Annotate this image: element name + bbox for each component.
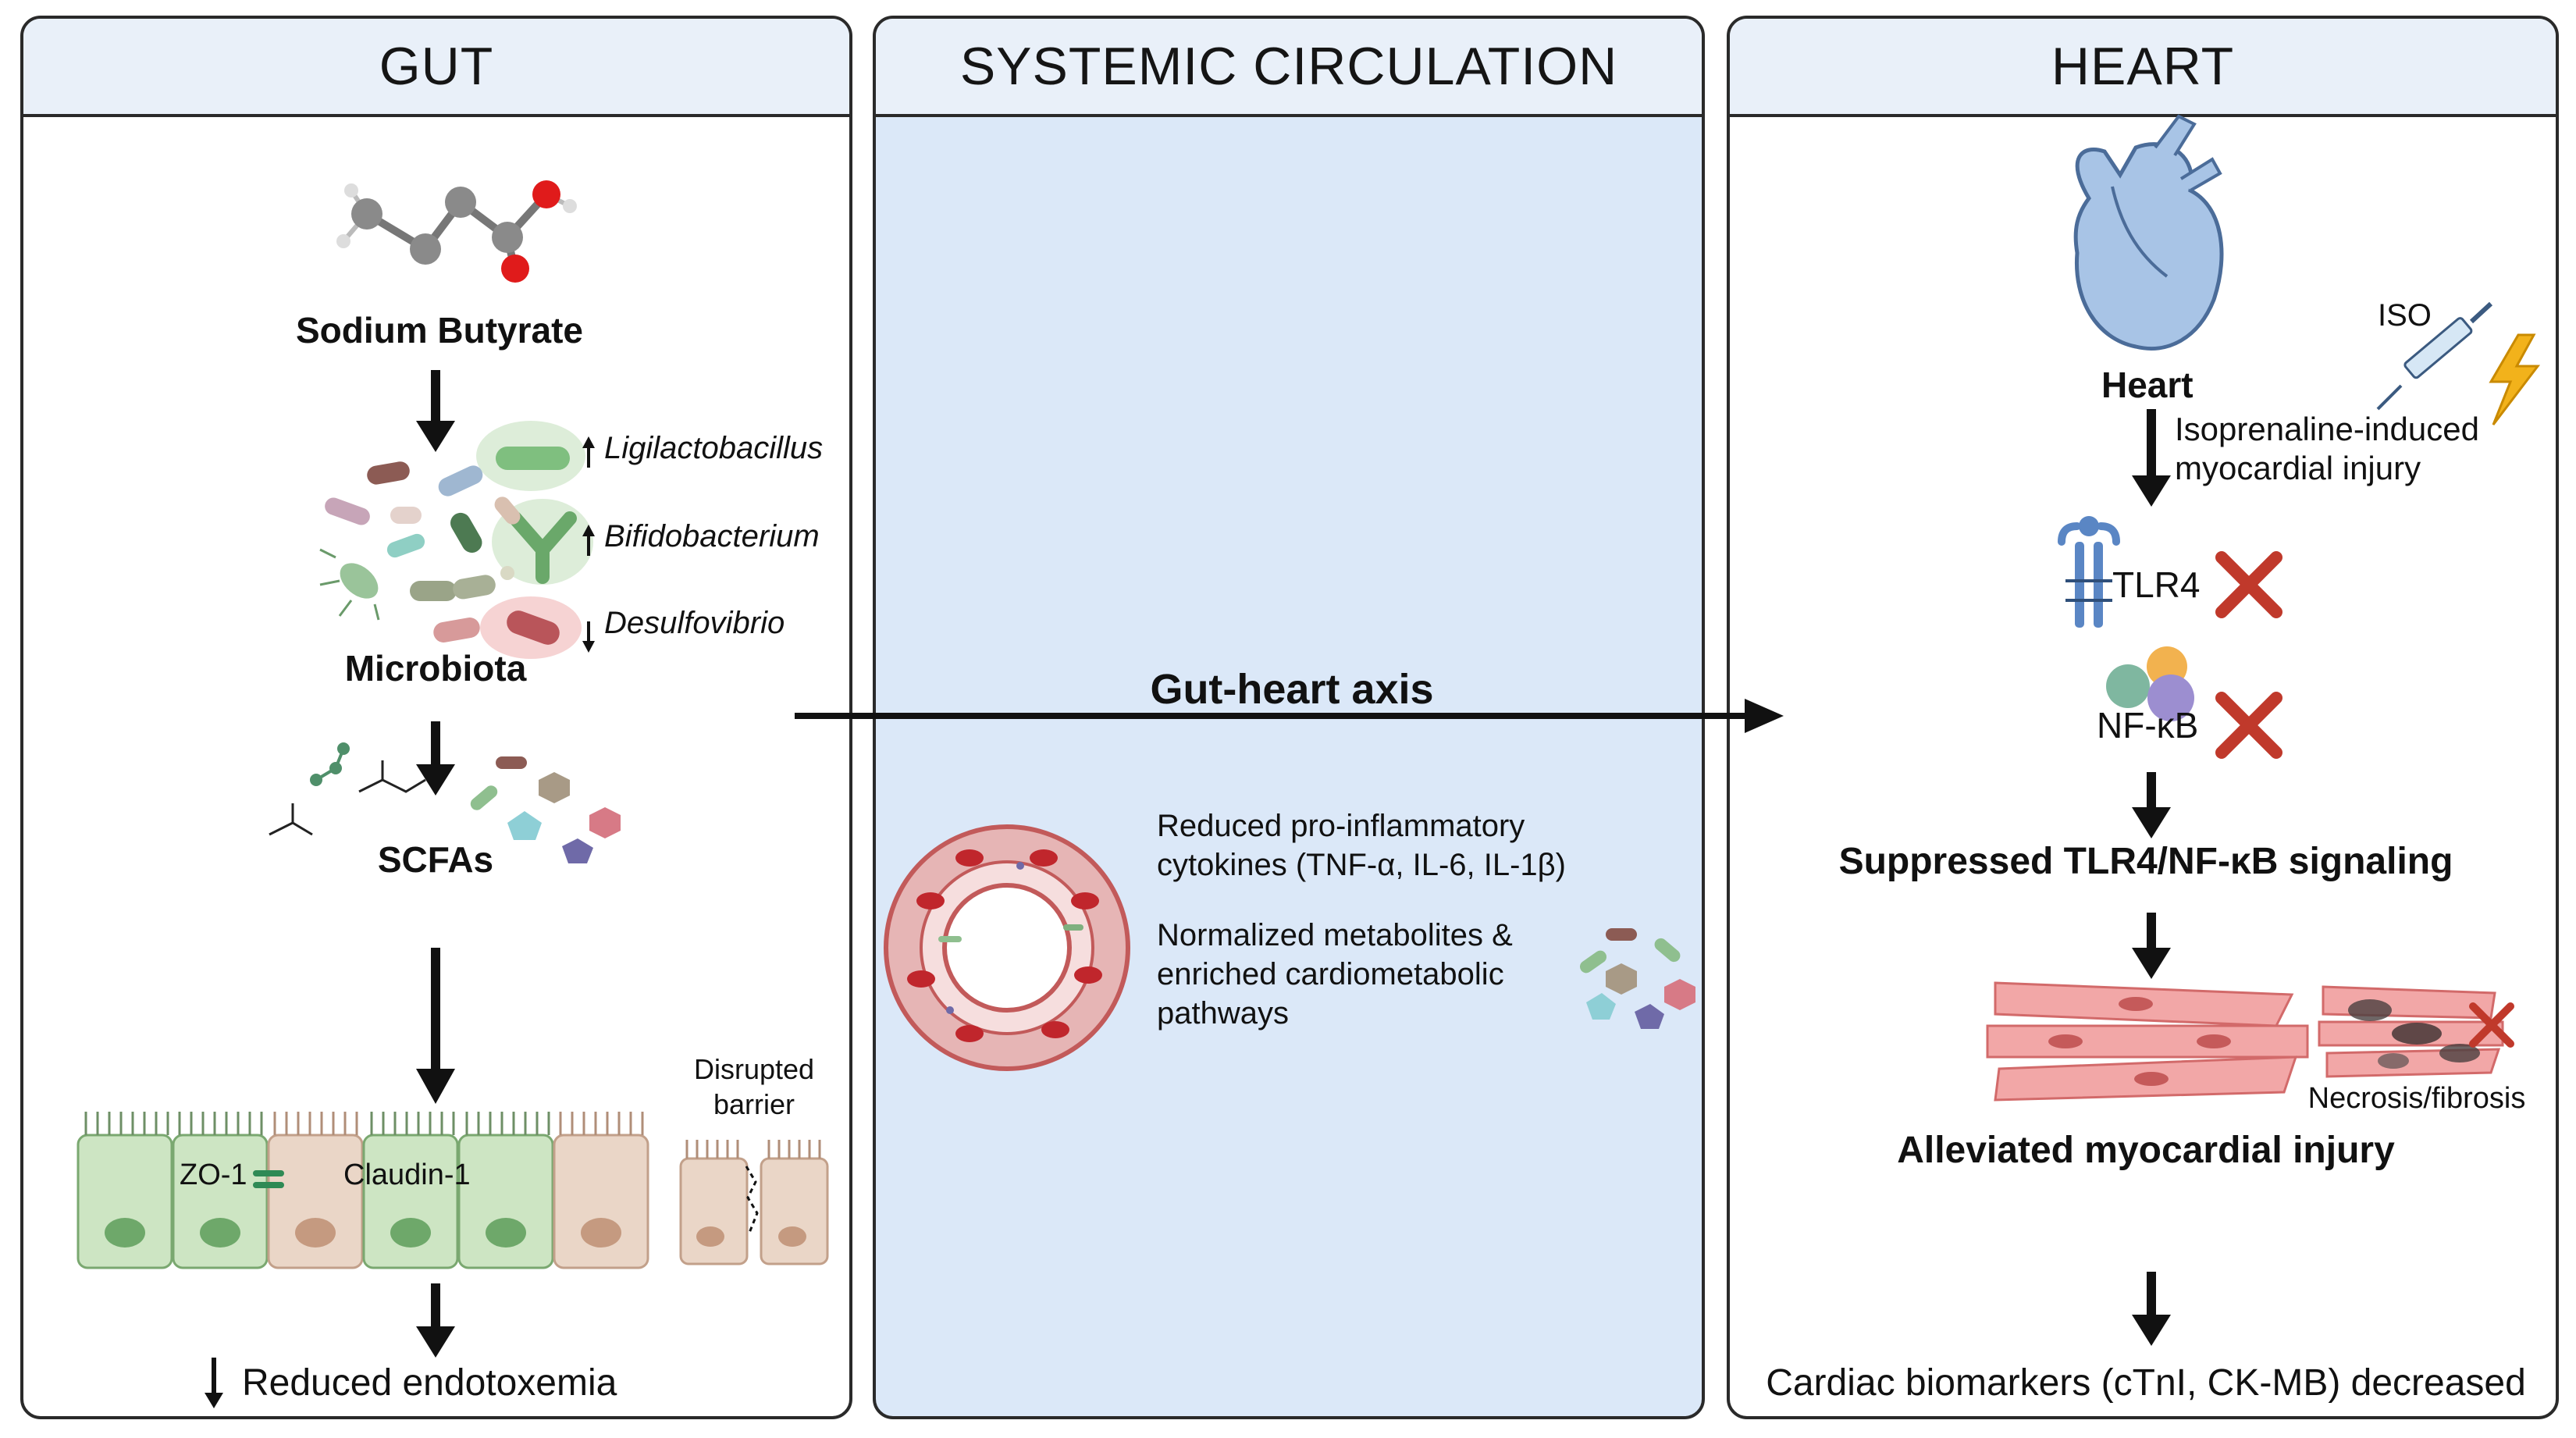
metabolites-line-2: enriched cardiometabolic (1157, 957, 1504, 991)
decrease-arrow-icon (205, 1358, 223, 1408)
down-arrow-icon (416, 1283, 455, 1358)
gut-heart-axis-label: Gut-heart axis (1150, 666, 1434, 713)
systemic-panel: SYSTEMIC CIRCULATION (873, 16, 1705, 1419)
disrupted-label: Disrupted (693, 1053, 815, 1085)
gut-panel-title: GUT (23, 19, 849, 117)
microbiota-cluster-icon (319, 421, 593, 659)
taxon-ligilactobacillus: Ligilactobacillus (604, 431, 824, 465)
down-arrow-icon (2132, 913, 2171, 979)
sodium-butyrate-label: Sodium Butyrate (295, 310, 584, 351)
nfkb-complex-icon (2106, 646, 2194, 721)
heart-icon (2073, 114, 2224, 351)
lightning-icon (2489, 333, 2541, 425)
gut-panel: GUT (20, 16, 852, 1419)
heart-illustrations (1986, 114, 2541, 1346)
iso-label: ISO (2378, 298, 2432, 333)
heart-panel-title: HEART (1730, 19, 2556, 117)
inhibition-x-icon (2469, 1002, 2514, 1048)
syringe-icon (2376, 301, 2493, 411)
down-arrow-icon (2132, 409, 2171, 507)
metabolites-icon (1579, 928, 1695, 1029)
inhibition-x-icon (2215, 551, 2282, 618)
heart-panel: HEART (1727, 16, 2559, 1419)
zo1-label: ZO-1 (180, 1159, 247, 1191)
injury-line-1: Isoprenaline-induced (2175, 411, 2479, 447)
injury-line-2: myocardial injury (2175, 450, 2421, 486)
taxon-desulfovibrio: Desulfovibrio (604, 606, 785, 640)
tlr4-receptor-icon (2058, 516, 2120, 628)
increase-arrow-icon (582, 436, 595, 468)
systemic-illustrations (884, 824, 1695, 1071)
cardiac-biomarkers-label: Cardiac biomarkers (cTnI, CK-MB) decreas… (1766, 1362, 2526, 1404)
decrease-arrow-icon (582, 621, 595, 653)
barrier-label: barrier (713, 1088, 795, 1120)
down-arrow-icon (2132, 772, 2171, 838)
taxon-bifidobacterium: Bifidobacterium (604, 519, 820, 553)
necrotic-cardiomyocytes-icon (2318, 985, 2504, 1078)
microbiota-label: Microbiota (344, 648, 527, 689)
scfa-label: SCFAs (377, 839, 494, 880)
cytokines-line-1: Reduced pro-inflammatory (1157, 809, 1525, 843)
gut-illustrations (76, 180, 829, 1408)
suppressed-signaling-label: Suppressed TLR4/NF-κB signaling (1838, 841, 2453, 882)
claudin1-label: Claudin-1 (343, 1159, 471, 1191)
necrosis-fibrosis-label: Necrosis/fibrosis (2307, 1082, 2526, 1115)
metabolites-line-3: pathways (1157, 996, 1289, 1030)
tlr4-label: TLR4 (2112, 564, 2201, 605)
reduced-endotoxemia-label: Reduced endotoxemia (242, 1362, 617, 1404)
metabolites-line-1: Normalized metabolites & (1157, 918, 1513, 952)
systemic-panel-title: SYSTEMIC CIRCULATION (876, 19, 1702, 117)
scfa-molecules-icon (269, 742, 621, 863)
cytokines-line-2: cytokines (TNF-α, IL-6, IL-1β) (1157, 848, 1567, 882)
inhibition-x-icon (2215, 692, 2282, 759)
intestinal-epithelium-icon (76, 1112, 649, 1269)
butyrate-molecule-icon (336, 180, 577, 283)
down-arrow-icon (416, 948, 455, 1104)
down-arrow-icon (416, 721, 455, 796)
blood-vessel-icon (884, 824, 1130, 1071)
increase-arrow-icon (582, 525, 595, 556)
healthy-cardiomyocytes-icon (1986, 981, 2309, 1102)
down-arrow-icon (416, 370, 455, 452)
down-arrow-icon (2132, 1272, 2171, 1346)
alleviated-injury-label: Alleviated myocardial injury (1897, 1130, 2395, 1171)
nfkb-label: NF-κB (2097, 705, 2199, 746)
disrupted-barrier-icon (679, 1140, 829, 1265)
heart-label: Heart (2101, 365, 2194, 405)
